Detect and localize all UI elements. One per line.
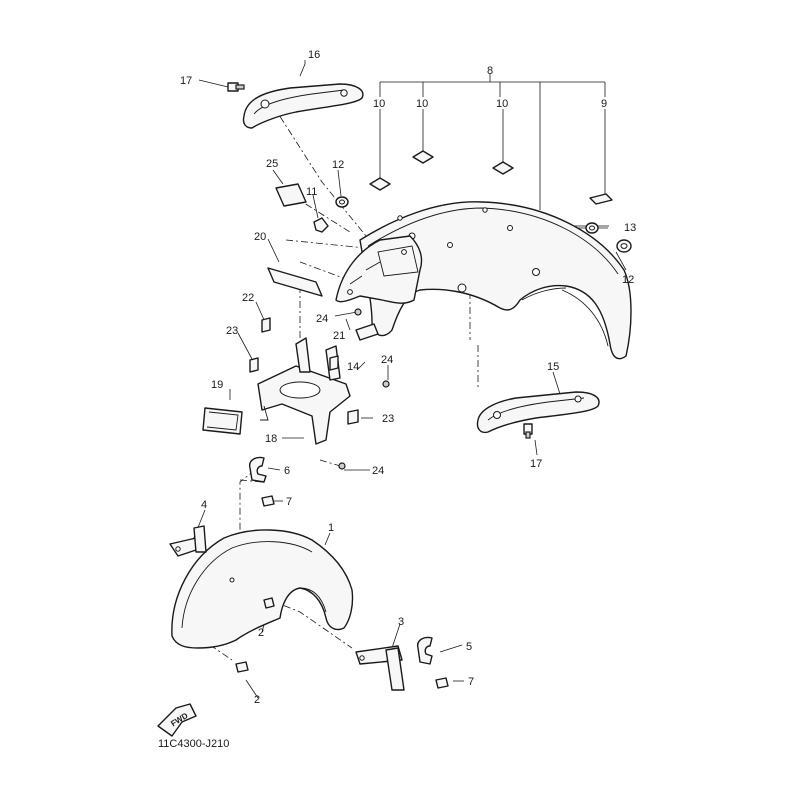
callout-11: 11 — [306, 186, 317, 198]
callout-23b: 23 — [382, 413, 394, 425]
callout-20: 20 — [254, 231, 266, 243]
grommet-12-right — [616, 239, 632, 253]
grommet-13 — [585, 222, 599, 234]
label-9 — [589, 193, 613, 205]
callout-10c: 10 — [496, 98, 508, 110]
bolt-17-right — [523, 423, 533, 439]
bracket-3 — [355, 645, 405, 691]
side-cover-left — [242, 83, 364, 129]
label-10b — [412, 150, 434, 164]
callout-4: 4 — [201, 499, 207, 511]
callout-8: 8 — [487, 65, 493, 77]
callout-25: 25 — [266, 158, 278, 170]
callout-24c: 24 — [372, 465, 384, 477]
rear-fender — [359, 201, 632, 360]
callout-13: 13 — [624, 222, 636, 234]
diagram-code: 11C4300-J210 — [158, 738, 229, 750]
bolt-17-top — [227, 82, 245, 92]
callout-17b: 17 — [530, 458, 542, 470]
callout-15: 15 — [547, 361, 559, 373]
clamp-5 — [417, 636, 433, 665]
callout-10a: 10 — [373, 98, 385, 110]
callout-1: 1 — [328, 522, 334, 534]
callout-12a: 12 — [332, 159, 344, 171]
callout-17a: 17 — [180, 75, 192, 87]
screws-24 — [338, 308, 390, 470]
callout-7a: 7 — [286, 496, 292, 508]
plate-20 — [267, 267, 323, 297]
callout-16: 16 — [308, 49, 320, 61]
label-10a — [369, 177, 391, 191]
callout-21: 21 — [333, 330, 345, 342]
tabs-21-22-23 — [249, 317, 379, 425]
callout-9: 9 — [601, 98, 607, 110]
fwd-arrow-icon: FWD — [157, 703, 197, 737]
callout-14: 14 — [347, 361, 359, 373]
callout-18: 18 — [265, 433, 277, 445]
callout-19: 19 — [211, 379, 223, 391]
license-bracket-18 — [257, 337, 351, 445]
side-cover-right — [476, 391, 600, 434]
label-25 — [275, 183, 307, 207]
bolts-7-2 — [235, 495, 449, 689]
label-10c — [492, 161, 514, 175]
clip-11 — [313, 217, 329, 233]
callout-5: 5 — [466, 641, 472, 653]
callout-23a: 23 — [226, 325, 238, 337]
front-fender — [171, 529, 354, 649]
callout-22: 22 — [242, 292, 254, 304]
callout-2b: 2 — [254, 694, 260, 706]
clamp-6 — [249, 456, 267, 483]
callout-24b: 24 — [381, 354, 393, 366]
callout-6: 6 — [284, 465, 290, 477]
fender-inner-bracket — [335, 235, 423, 304]
callout-labels: 8 10 10 10 9 16 17 12 11 25 20 22 23 19 … — [180, 49, 636, 706]
bracket-4 — [169, 525, 207, 557]
grommet-12-top — [335, 196, 349, 208]
callout-24a: 24 — [316, 313, 328, 325]
reflector-19 — [202, 407, 243, 435]
callout-7b: 7 — [468, 676, 474, 688]
callout-12b: 12 — [622, 274, 634, 286]
callout-3: 3 — [398, 616, 404, 628]
callout-2a: 2 — [258, 627, 264, 639]
callout-10b: 10 — [416, 98, 428, 110]
